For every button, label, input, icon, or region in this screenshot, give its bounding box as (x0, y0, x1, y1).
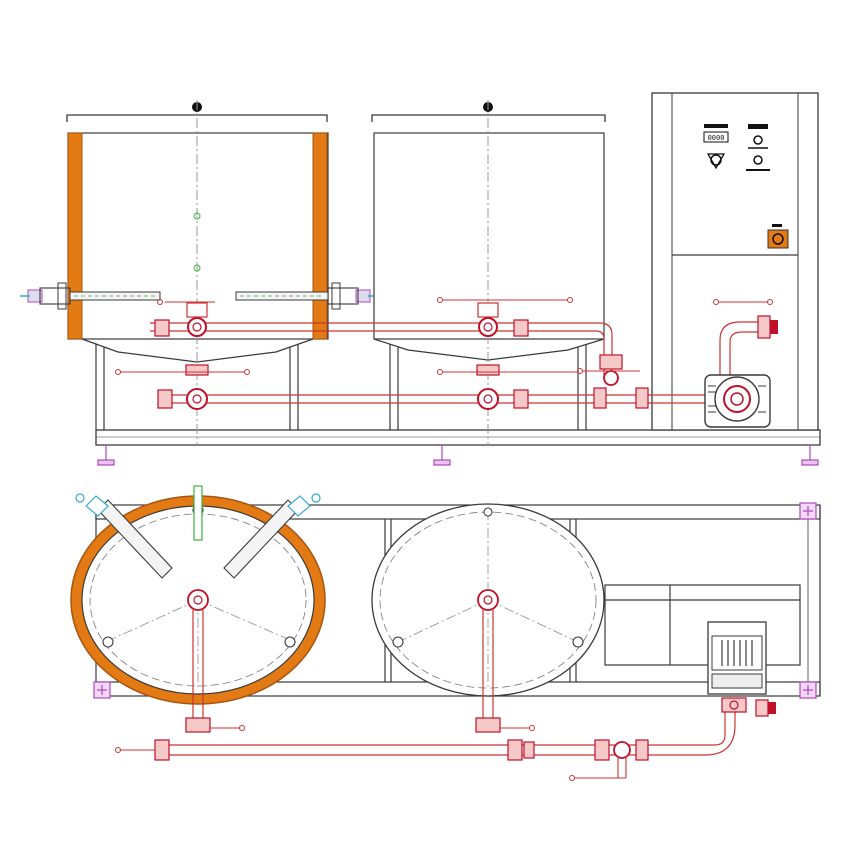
tank-1-top (70, 485, 326, 720)
center-outlet (187, 589, 209, 611)
pump-motor-top (707, 621, 776, 717)
valve-t1-upper (154, 299, 215, 337)
piping-lower (160, 394, 710, 404)
manifold-pipe (160, 710, 736, 756)
control-cabinet: 0000 (651, 92, 819, 431)
heater-rod-right (223, 493, 321, 579)
center-outlet (477, 589, 499, 611)
switch-icon (746, 155, 770, 171)
valve-t1-lower (115, 364, 250, 410)
jacket-right (312, 132, 328, 340)
level-probe (193, 485, 203, 541)
sensor-mark-upper (193, 212, 201, 220)
adjustable-feet (97, 445, 819, 466)
sensor-mark-lower (193, 264, 201, 272)
valves-top (115, 717, 649, 781)
cabinet-body (651, 92, 819, 431)
foot-left (97, 445, 115, 466)
display-label: 0000 (708, 134, 725, 142)
top-feet (93, 502, 817, 699)
display-icon: 0000 (703, 124, 729, 143)
lamp-icon (748, 124, 768, 149)
front-view: 0000 (20, 92, 821, 466)
heater-left (20, 282, 161, 310)
valve-top-t2 (475, 717, 535, 761)
pump-front (704, 299, 778, 428)
jacket-left (67, 132, 83, 340)
valves-front (115, 297, 649, 410)
foot-right (801, 445, 819, 466)
valve-junction (577, 354, 649, 409)
fan-symbol-icon (706, 153, 726, 170)
valve-t2-lower (437, 364, 578, 410)
tank-1-legs (95, 344, 299, 430)
cone-bottom (373, 338, 605, 361)
top-view (70, 485, 821, 781)
emergency-stop-icon (767, 224, 789, 249)
valve-top-t1 (115, 717, 245, 761)
valve-top-junction (569, 739, 649, 781)
base-frame (95, 429, 821, 446)
heater-right (235, 282, 378, 310)
piping-upper (150, 322, 613, 380)
tank-2-top (371, 503, 605, 720)
foot-middle (433, 445, 451, 466)
heater-rod-left (75, 493, 173, 579)
valve-t2-upper (437, 297, 573, 337)
tank-2-legs (389, 344, 587, 430)
